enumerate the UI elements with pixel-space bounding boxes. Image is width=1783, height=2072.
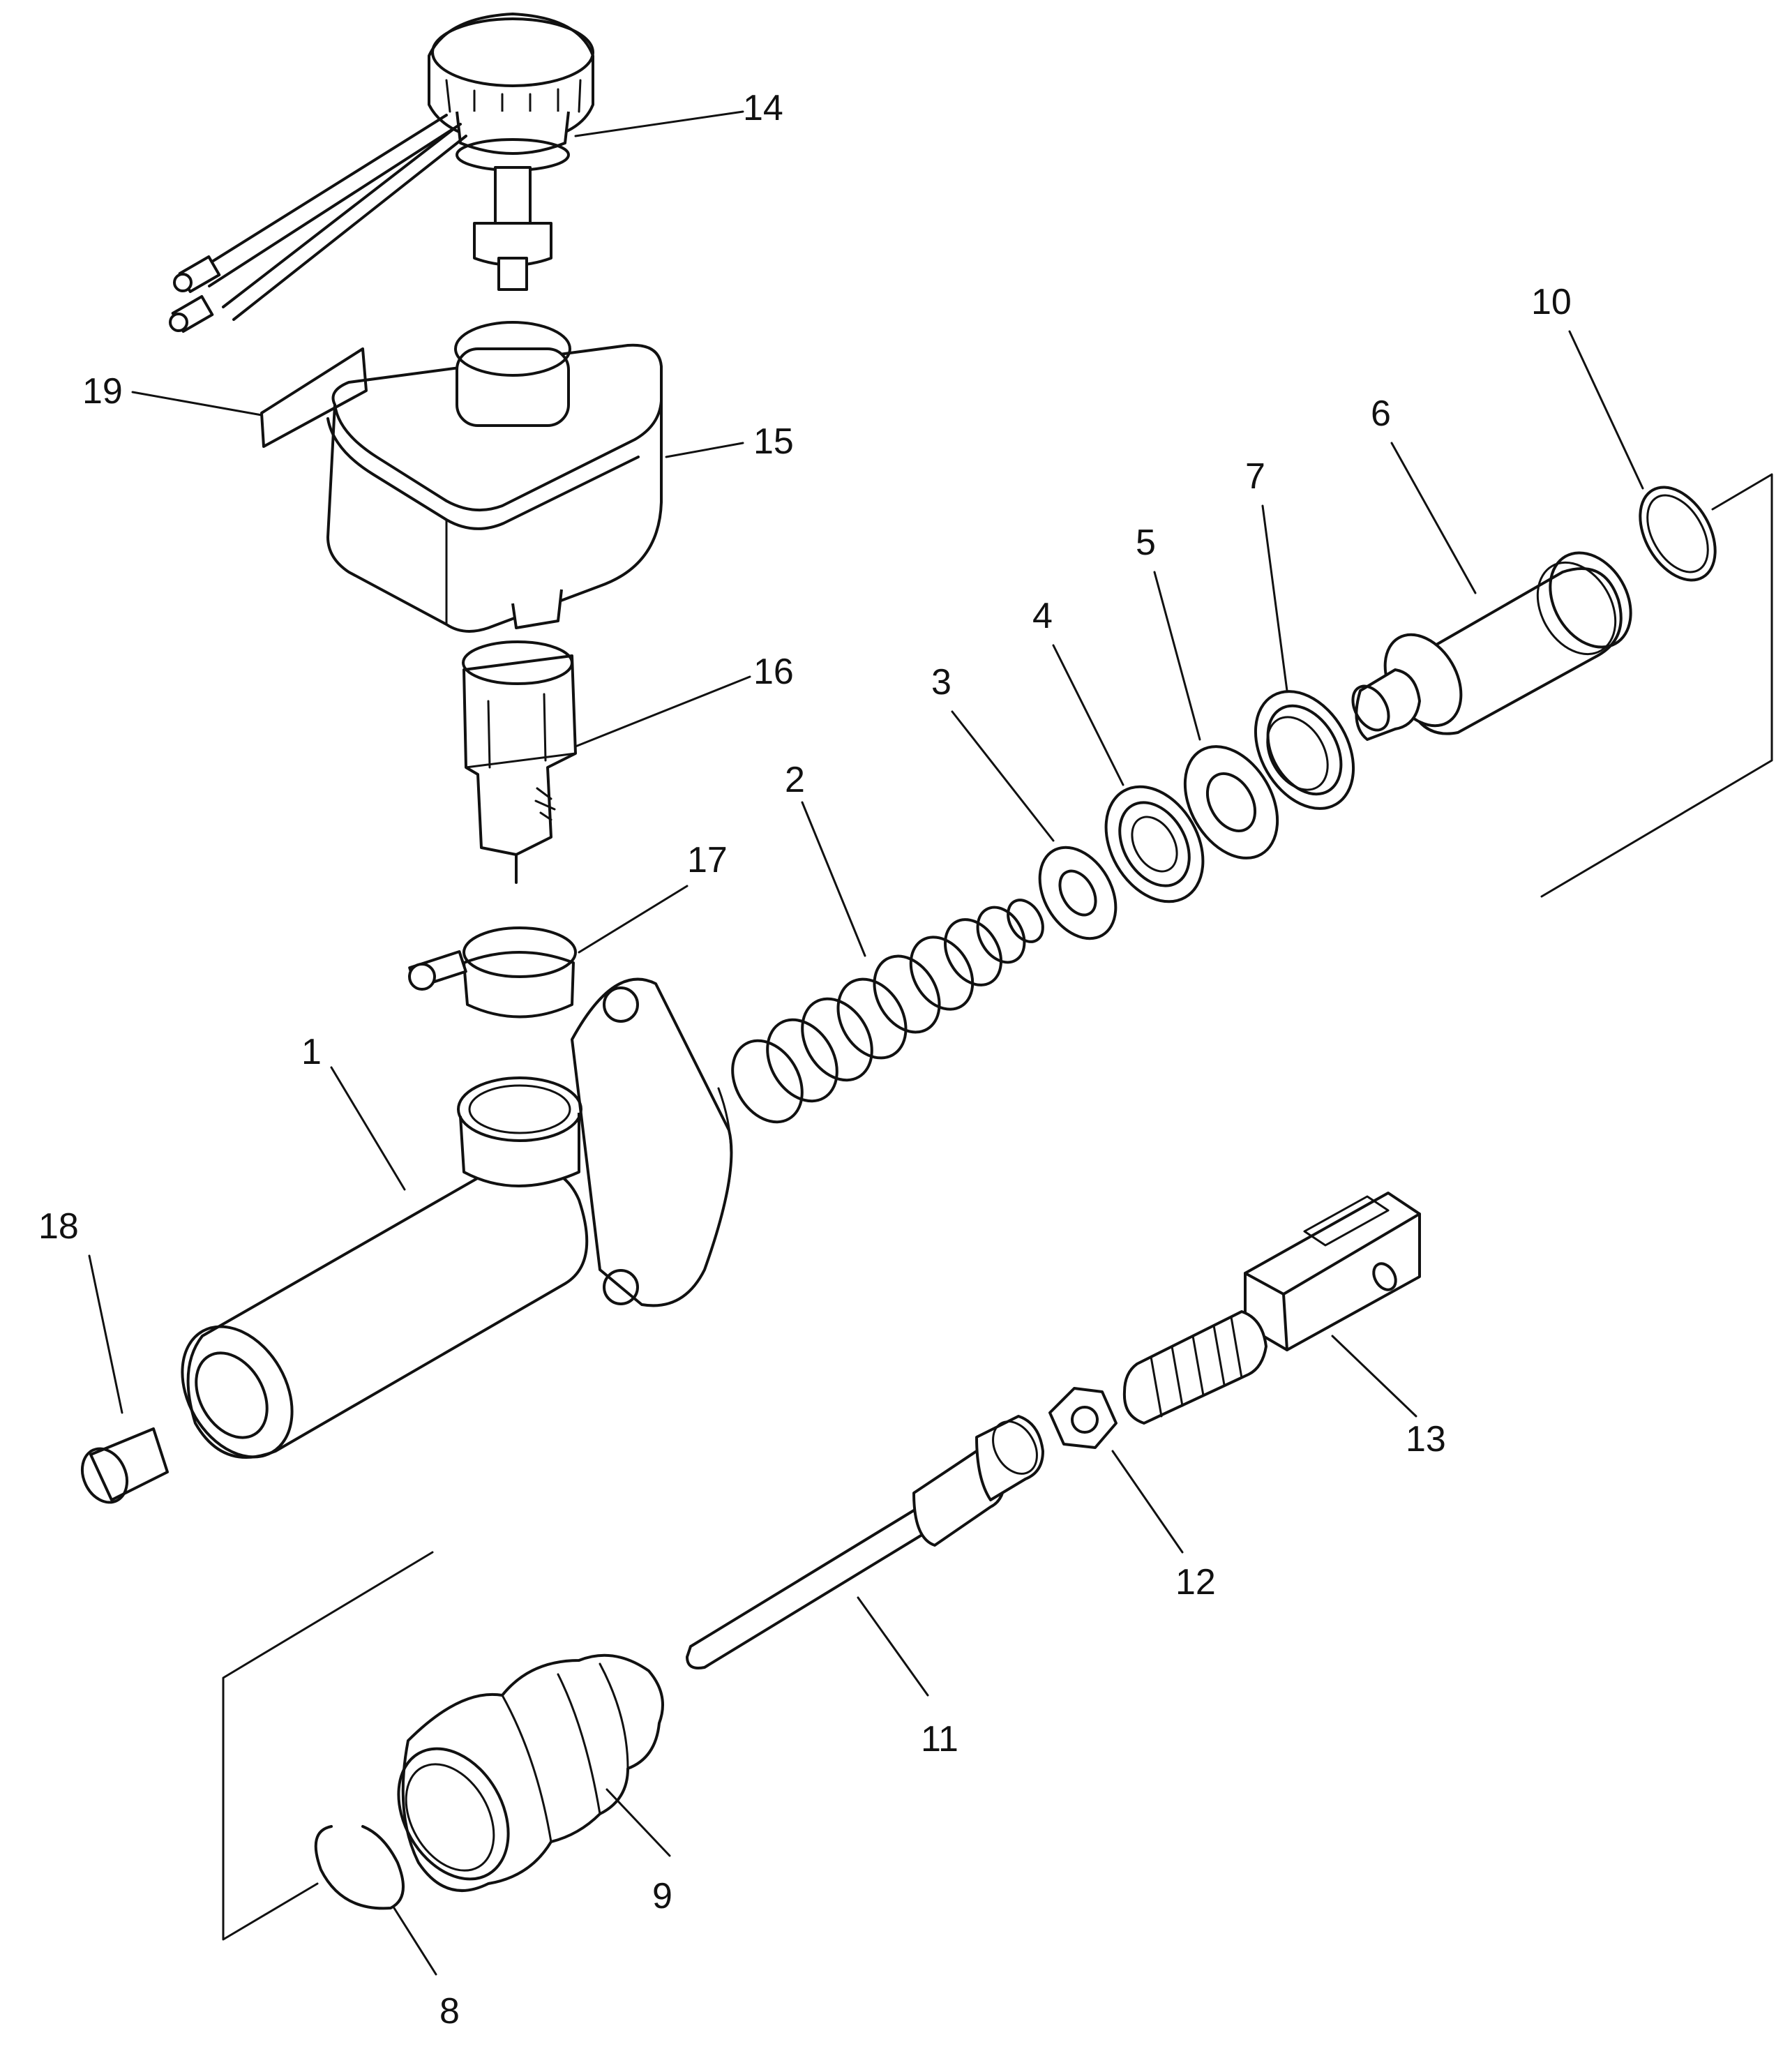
- leader-7: [1261, 504, 1288, 692]
- callout-14: 14: [743, 88, 783, 128]
- callout-19: 19: [82, 371, 123, 412]
- callout-12: 12: [1175, 1562, 1216, 1602]
- callout-15: 15: [753, 421, 794, 462]
- leader-19: [131, 391, 263, 416]
- part-13-clevis: [1122, 1192, 1421, 1425]
- group-bracket-right: [1540, 473, 1773, 898]
- part-9-dust-boot: [397, 1653, 664, 1892]
- callout-6: 6: [1371, 393, 1391, 434]
- part-6-piston: [1351, 551, 1632, 741]
- group-bracket-left: [222, 1551, 434, 1941]
- part-16-filler-adapter: [462, 640, 577, 884]
- callout-numbers: 14 15 16 17 19 1 18 2 3 4 5 7 6 10 13 12…: [38, 88, 1572, 2032]
- part-8-snap-ring: [314, 1825, 405, 1910]
- part-3-washer: [1038, 846, 1118, 940]
- callout-8: 8: [439, 1991, 460, 2032]
- part-11-push-rod: [686, 1415, 1044, 1669]
- callout-18: 18: [38, 1206, 79, 1247]
- part-5-spacer-ring: [1183, 745, 1279, 859]
- callout-11: 11: [921, 1719, 958, 1759]
- callout-16: 16: [753, 652, 794, 692]
- part-17-hose-clamp: [408, 926, 577, 1019]
- leader-lines: [88, 110, 1644, 1976]
- callout-5: 5: [1136, 523, 1156, 563]
- leader-17: [578, 885, 689, 954]
- leader-18: [88, 1254, 123, 1414]
- leader-6: [1390, 442, 1477, 594]
- leader-4: [1052, 644, 1124, 786]
- leader-13: [1331, 1335, 1417, 1418]
- leader-2: [801, 801, 866, 957]
- callout-1: 1: [301, 1032, 322, 1072]
- part-15-reservoir-tank: [326, 321, 663, 633]
- part-18-plug: [80, 1427, 169, 1504]
- leader-8: [393, 1907, 437, 1976]
- leader-9: [605, 1788, 671, 1857]
- leader-1: [330, 1066, 406, 1191]
- callout-2: 2: [785, 760, 805, 800]
- callout-7: 7: [1245, 456, 1265, 497]
- callout-13: 13: [1406, 1419, 1446, 1459]
- leader-15: [665, 442, 744, 458]
- part-14-reservoir-cap: [169, 13, 594, 333]
- part-2-return-spring: [731, 899, 1044, 1124]
- part-1-master-cylinder: [181, 977, 733, 1459]
- callout-17: 17: [687, 840, 728, 880]
- callout-9: 9: [652, 1876, 672, 1916]
- part-4-piston-seal: [1104, 785, 1205, 903]
- callout-10: 10: [1531, 282, 1572, 322]
- leader-11: [857, 1596, 929, 1697]
- leader-3: [951, 710, 1055, 842]
- part-7-cup-seal: [1254, 690, 1355, 810]
- part-10-stop-ring: [1639, 486, 1717, 582]
- part-12-lock-nut: [1048, 1387, 1118, 1449]
- callout-3: 3: [931, 662, 951, 703]
- leader-5: [1153, 571, 1201, 741]
- callout-4: 4: [1032, 596, 1053, 636]
- leader-14: [574, 110, 744, 137]
- leader-12: [1111, 1450, 1184, 1554]
- part-19-label-plate: [260, 347, 368, 448]
- leader-10: [1568, 330, 1644, 490]
- leader-16: [574, 675, 751, 748]
